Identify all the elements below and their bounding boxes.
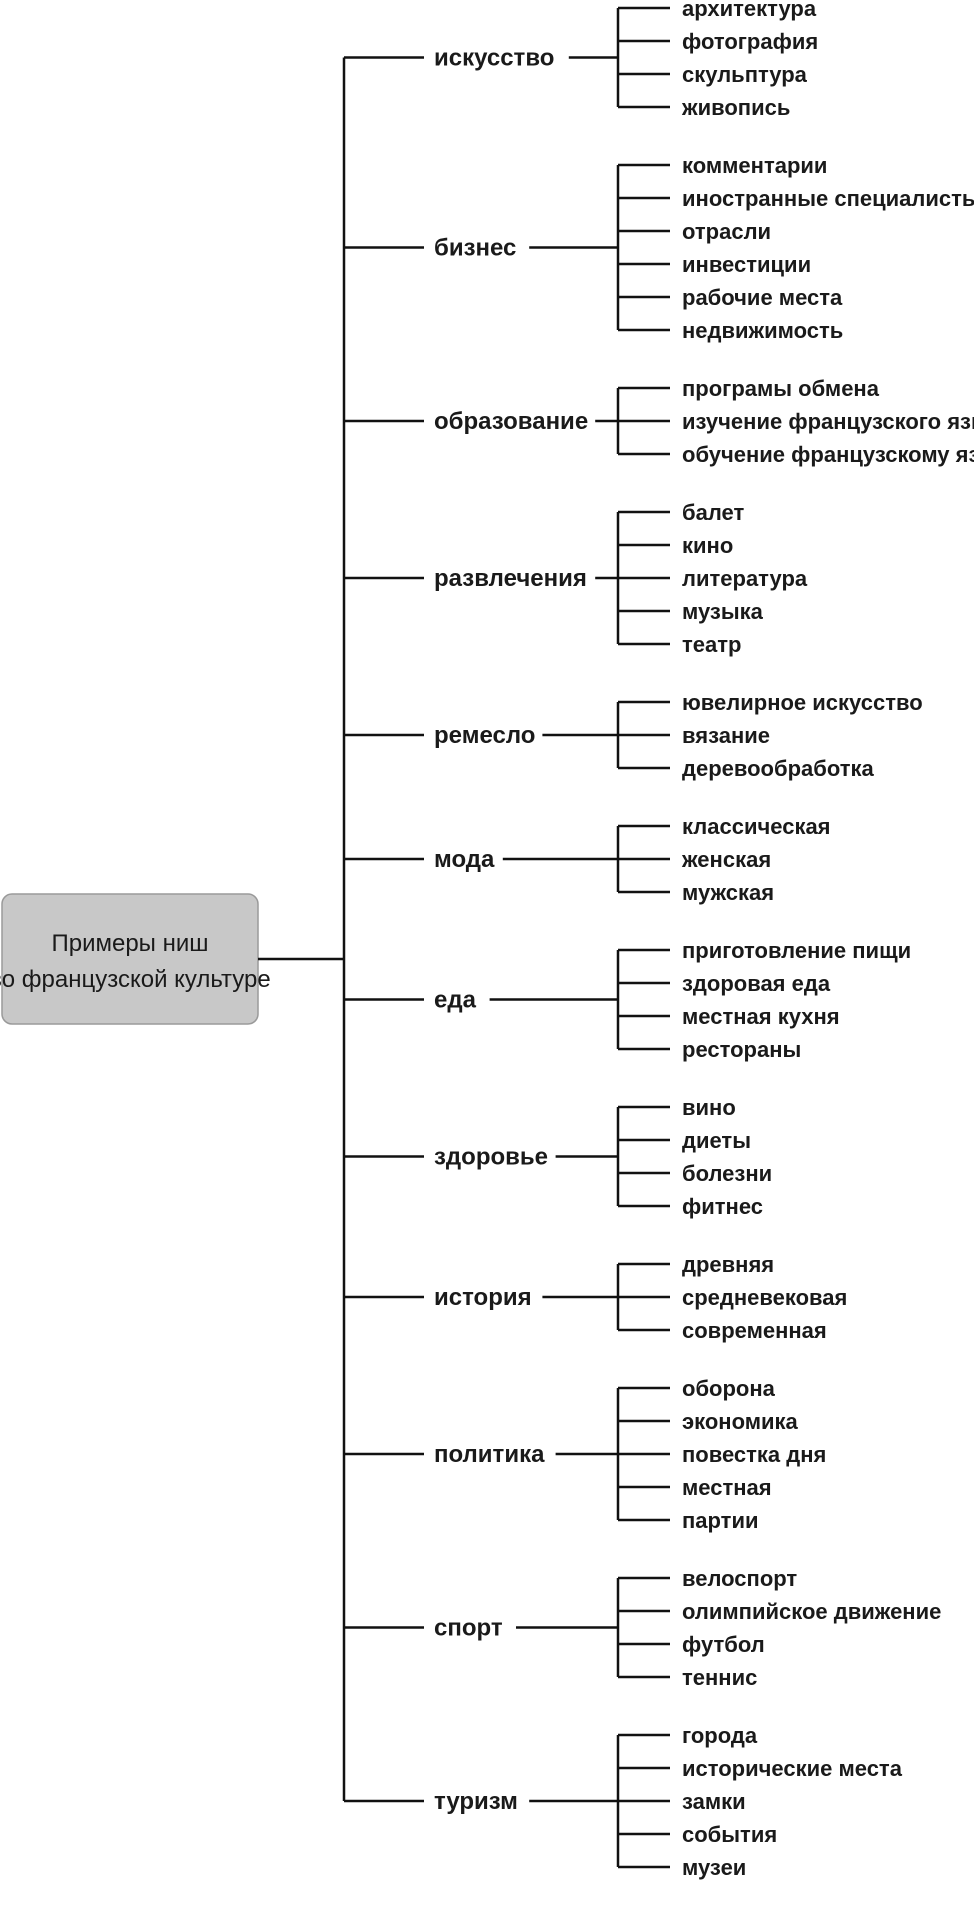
leaf-label: фитнес	[682, 1194, 763, 1219]
leaf-label: вязание	[682, 723, 770, 748]
leaf-label: театр	[682, 632, 741, 657]
leaf-label: мужская	[682, 880, 774, 905]
root-box	[1, 893, 259, 1025]
category-label: бизнес	[434, 235, 516, 262]
leaf-label: оборона	[682, 1376, 776, 1401]
leaf-label: живопись	[681, 95, 790, 120]
category-label: мода	[434, 846, 495, 873]
leaf-label: рабочие места	[682, 285, 843, 310]
category-node: искусство архитектура фотография скульптура…	[434, 0, 818, 120]
leaf-label: програмы обмена	[682, 376, 880, 401]
leaf-label: обучение французскому языку	[682, 442, 974, 467]
leaf-label: города	[682, 1723, 758, 1748]
category-label: история	[434, 1284, 532, 1311]
leaf-label: теннис	[682, 1665, 757, 1690]
category-label: еда	[434, 987, 477, 1014]
category-node: развлечения балет кино литература музыка теат…	[434, 500, 808, 657]
leaf-label: вино	[682, 1095, 736, 1120]
category-node: ремесло ювелирное искусство вязание деревоо…	[434, 690, 923, 781]
leaf-label: приготовление пищи	[682, 938, 911, 963]
leaf-label: архитектура	[682, 0, 817, 21]
leaf-label: изучение французского языка	[682, 409, 974, 434]
root-title-line-1: Примеры ниш	[51, 930, 208, 957]
category-node: еда приготовление пищи здоровая еда местная…	[434, 938, 911, 1062]
category-label: искусство	[434, 45, 554, 72]
category-node: здоровье вино диеты болезни фитнес	[434, 1095, 772, 1219]
leaf-label: литература	[682, 566, 808, 591]
leaf-label: события	[682, 1822, 777, 1847]
leaf-label: футбол	[682, 1632, 765, 1657]
leaf-label: местная кухня	[682, 1004, 840, 1029]
category-label: политика	[434, 1441, 545, 1468]
category-label: спорт	[434, 1615, 503, 1642]
leaf-label: женская	[681, 847, 771, 872]
leaf-label: средневековая	[682, 1285, 847, 1310]
category-node: мода классическая женская мужская	[434, 814, 831, 905]
leaf-label: ювелирное искусство	[682, 690, 923, 715]
leaf-label: фотография	[682, 29, 818, 54]
root-title-line-2: во французской культуре	[0, 966, 271, 993]
leaf-label: древняя	[682, 1252, 774, 1277]
leaf-label: здоровая еда	[682, 971, 831, 996]
leaf-label: диеты	[682, 1128, 751, 1153]
leaf-label: замки	[682, 1789, 746, 1814]
leaf-label: повестка дня	[682, 1442, 826, 1467]
leaf-label: олимпийское движение	[682, 1599, 941, 1624]
leaf-label: инвестиции	[682, 252, 811, 277]
category-node: туризм города исторические места замки событ…	[434, 1723, 903, 1880]
leaf-label: отрасли	[682, 219, 771, 244]
category-node: образование програмы обмена изучение франц…	[434, 376, 974, 467]
category-label: туризм	[434, 1788, 518, 1815]
leaf-label: партии	[682, 1508, 759, 1533]
leaf-label: болезни	[682, 1161, 772, 1186]
leaf-label: деревообработка	[682, 756, 875, 781]
leaf-label: комментарии	[682, 153, 827, 178]
category-node: спорт велоспорт олимпийское движение футбол…	[434, 1566, 941, 1690]
category-node: политика оборона экономика повестка дня мест…	[434, 1376, 826, 1533]
leaf-label: современная	[682, 1318, 827, 1343]
category-label: здоровье	[434, 1144, 548, 1171]
leaf-label: рестораны	[682, 1037, 801, 1062]
leaf-label: недвижимость	[682, 318, 843, 343]
leaf-label: иностранные специалисты	[682, 186, 974, 211]
leaf-label: кино	[682, 533, 733, 558]
leaf-label: экономика	[682, 1409, 799, 1434]
category-label: развлечения	[434, 565, 587, 592]
category-node: история древняя средневековая современная	[434, 1252, 847, 1343]
leaf-label: велоспорт	[682, 1566, 797, 1591]
leaf-label: музыка	[682, 599, 764, 624]
leaf-label: исторические места	[682, 1756, 903, 1781]
leaf-label: балет	[682, 500, 744, 525]
category-label: ремесло	[434, 722, 535, 749]
category-label: образование	[434, 408, 588, 435]
connector-lines	[342, 6, 670, 1869]
category-node: бизнес комментарии иностранные специалисты…	[434, 153, 974, 343]
category-nodes: искусство архитектура фотография скульптура…	[434, 0, 974, 1880]
leaf-label: музеи	[682, 1855, 746, 1880]
root-node: Примеры ниш во французской культуре	[0, 893, 271, 1025]
leaf-label: местная	[682, 1475, 772, 1500]
leaf-label: классическая	[682, 814, 831, 839]
leaf-label: скульптура	[682, 62, 808, 87]
